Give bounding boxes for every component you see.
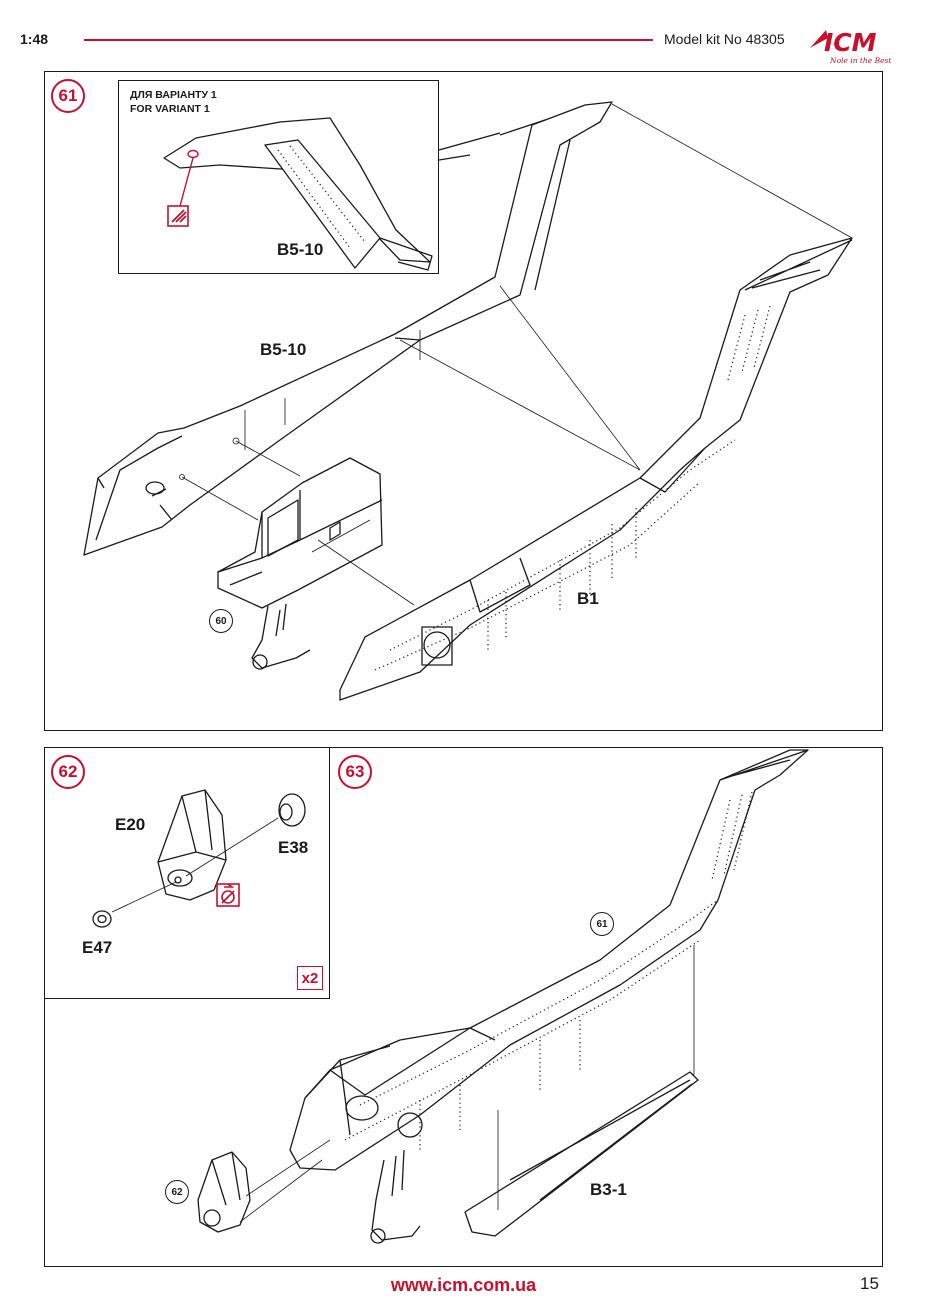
logo-tagline: Nole in the Best: [829, 56, 892, 65]
header-rule: [84, 39, 653, 41]
quantity-x2-badge: x2: [297, 966, 323, 990]
ref-step-61: 61: [590, 912, 614, 936]
part-b1-label: B1: [577, 589, 599, 608]
part-b3-1-label: B3-1: [590, 1180, 627, 1199]
inset-part-b5-10-label: B5-10: [277, 240, 324, 259]
part-e20-label: E20: [115, 815, 146, 834]
logo-wordmark: ICM: [824, 28, 877, 57]
ref-step-62: 62: [165, 1180, 189, 1204]
page-number: 15: [860, 1274, 879, 1293]
washer-e47: [92, 910, 112, 928]
fuselage-half-b5-10: [83, 101, 613, 556]
logo-swoosh: [810, 30, 828, 48]
kit-number: Model kit No 48305: [664, 31, 785, 47]
inset-note-english: FOR VARIANT 1: [130, 103, 210, 115]
cockpit-tub: [217, 457, 383, 670]
assembled-fuselage: [289, 749, 809, 1244]
inset-note-ukrainian: ДЛЯ ВАРІАНТУ 1: [130, 89, 217, 101]
inset-leader: [438, 132, 501, 161]
engine-assembly: [197, 1151, 251, 1233]
assembly-arrows-63: [239, 945, 695, 1223]
scale-label: 1:48: [20, 31, 49, 47]
step-61-badge: 61: [51, 79, 85, 113]
icm-logo: ICM Nole in the Best: [810, 28, 892, 65]
step-63-badge: 63: [338, 755, 372, 789]
engine-e20: [157, 789, 227, 901]
cap-e38: [278, 793, 306, 827]
ref-step-60: 60: [209, 609, 233, 633]
no-glue-icon: [216, 883, 240, 907]
panel-b3-1: [464, 1071, 699, 1237]
footer-url[interactable]: www.icm.com.ua: [390, 1275, 537, 1295]
variant-1-inset: [118, 80, 439, 274]
assembly-arrows-61: [181, 103, 853, 606]
part-e47-label: E47: [82, 938, 113, 957]
part-b5-10-label: B5-10: [260, 340, 307, 359]
fuselage-half-b1: [339, 237, 853, 701]
step-62-badge: 62: [51, 755, 85, 789]
part-e38-label: E38: [278, 838, 309, 857]
